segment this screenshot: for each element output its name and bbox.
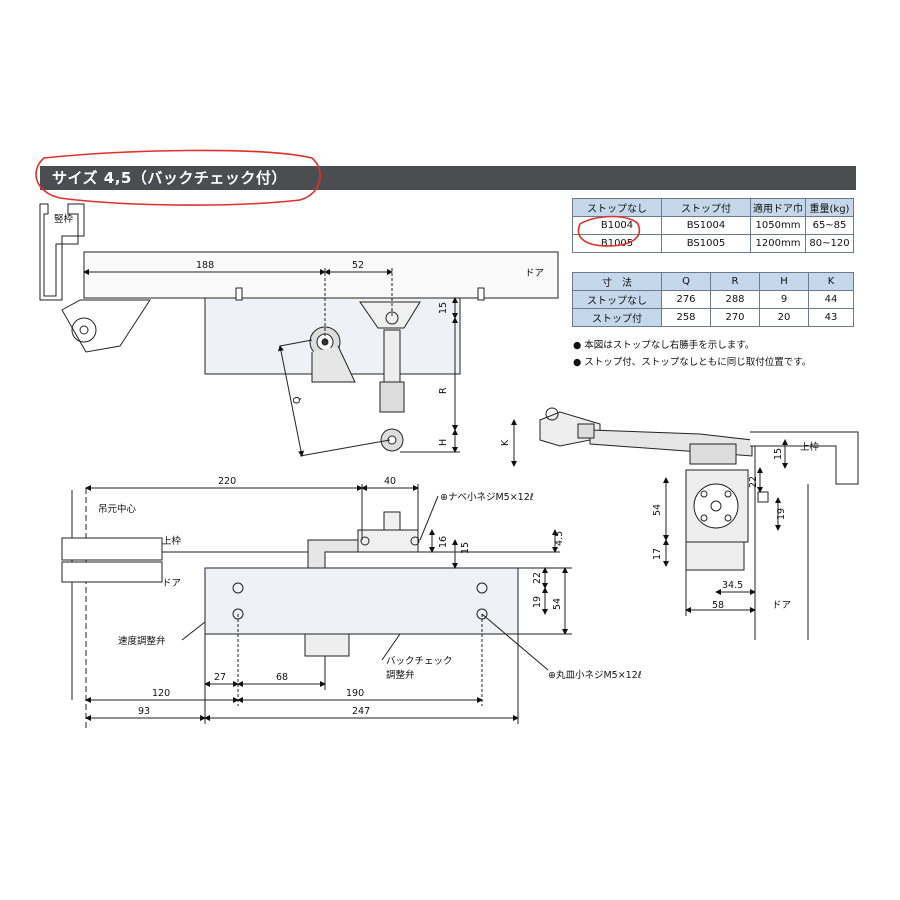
table-header-row: ストップなし ストップ付 適用ドア巾 重量(kg) bbox=[572, 198, 854, 217]
dim-220: 220 bbox=[218, 476, 236, 487]
dim-4-5-front: 4.5 bbox=[554, 531, 565, 546]
bracket bbox=[61, 299, 151, 353]
dim-H: H bbox=[438, 439, 449, 446]
section-title: サイズ 4,5（バックチェック付） bbox=[52, 169, 287, 187]
main-arm bbox=[311, 345, 356, 383]
dim-19-front: 19 bbox=[532, 596, 543, 608]
door-outline bbox=[83, 251, 559, 299]
dim-188: 188 bbox=[196, 260, 214, 271]
front-view bbox=[61, 484, 572, 728]
dim-16-front: 16 bbox=[438, 536, 449, 548]
dim-K: K bbox=[500, 439, 511, 446]
table-row: ストップ付 258 270 20 43 bbox=[572, 308, 854, 327]
dimension-table: 寸 法 Q R H K ストップなし 276 288 9 44 ストップ付 25… bbox=[572, 272, 854, 327]
label-nabe-screw: ⊕ナベ小ネジM5×12ℓ bbox=[440, 492, 534, 503]
label-uwa-waku-front: 上枠 bbox=[162, 535, 182, 547]
table-header: ストップなし bbox=[572, 198, 662, 217]
table-cell: 20 bbox=[759, 308, 809, 327]
label-door-front: ドア bbox=[162, 578, 181, 589]
dim-R: R bbox=[438, 387, 449, 394]
label-door: ドア bbox=[525, 268, 544, 279]
link-rod bbox=[383, 329, 401, 383]
table-row: B1005 BS1005 1200mm 80~120 bbox=[572, 234, 854, 253]
table-header: 寸 法 bbox=[572, 272, 662, 291]
notes: ● 本図はストップなし右勝手を示します。 ● ストップ付、ストップなしともに同じ… bbox=[573, 337, 811, 371]
dim-54-side: 54 bbox=[652, 504, 663, 516]
table-cell: 80~120 bbox=[805, 234, 854, 253]
table-header: K bbox=[808, 272, 854, 291]
title-circle-mark bbox=[35, 149, 321, 206]
table-cell: 43 bbox=[808, 308, 854, 327]
frame-profile bbox=[39, 203, 85, 301]
label-door-side: ドア bbox=[772, 600, 791, 611]
note-line: ● ストップ付、ストップなしともに同じ取付位置です。 bbox=[573, 357, 812, 368]
dim-190: 190 bbox=[346, 688, 364, 699]
dim-40: 40 bbox=[384, 476, 396, 487]
model-circle-mark bbox=[577, 215, 641, 247]
arm-front bbox=[307, 539, 359, 569]
bracket-circle bbox=[71, 317, 97, 343]
label-uwa-waku-side: 上枠 bbox=[800, 441, 820, 453]
dim-93: 93 bbox=[138, 706, 150, 717]
label-speed-valve: 速度調整弁 bbox=[118, 635, 166, 647]
table-cell: 270 bbox=[710, 308, 760, 327]
label-tate-waku: 竪枠 bbox=[54, 213, 74, 225]
dim-22-side: 22 bbox=[748, 476, 759, 488]
label-maruzara-screw: ⊕丸皿小ネジM5×12ℓ bbox=[548, 669, 642, 681]
side-view bbox=[511, 407, 859, 640]
dim-15-side: 15 bbox=[773, 448, 784, 460]
dim-120: 120 bbox=[152, 688, 170, 699]
table-row: ストップなし 276 288 9 44 bbox=[572, 290, 854, 309]
title-bar: サイズ 4,5（バックチェック付） bbox=[40, 166, 856, 190]
dim-34-5-side: 34.5 bbox=[722, 580, 743, 591]
dim-54-front: 54 bbox=[552, 598, 563, 610]
table-row-header: ストップ付 bbox=[572, 308, 662, 327]
upper-frame bbox=[61, 537, 163, 561]
table-header-row: 寸 法 Q R H K bbox=[572, 272, 854, 291]
table-header: ストップ付 bbox=[661, 198, 751, 217]
dim-Q: Q bbox=[292, 397, 303, 404]
table-cell: B1005 bbox=[572, 234, 662, 253]
closer-body-front bbox=[204, 567, 519, 635]
model-table: ストップなし ストップ付 適用ドア巾 重量(kg) B1004 BS1004 1… bbox=[572, 198, 854, 253]
dim-247: 247 bbox=[352, 706, 370, 717]
table-header: 適用ドア巾 bbox=[750, 198, 806, 217]
dim-15-front: 15 bbox=[460, 542, 471, 554]
dim-19-side: 19 bbox=[776, 508, 787, 520]
bracket-front bbox=[357, 529, 419, 553]
dim-58-side: 58 bbox=[712, 600, 724, 611]
top-bracket bbox=[359, 301, 421, 329]
label-tsurimoto: 吊元中心 bbox=[98, 503, 137, 515]
table-header: 重量(kg) bbox=[805, 198, 854, 217]
label-backcheck-2: 調整弁 bbox=[386, 669, 415, 681]
dim-17-side: 17 bbox=[652, 548, 663, 560]
table-row-header: ストップなし bbox=[572, 290, 662, 309]
dim-27: 27 bbox=[214, 672, 226, 683]
label-backcheck-1: バックチェック bbox=[386, 656, 453, 667]
dim-15-top: 15 bbox=[438, 302, 449, 314]
table-cell: 1200mm bbox=[750, 234, 806, 253]
top-view bbox=[39, 203, 559, 457]
dim-68: 68 bbox=[276, 672, 288, 683]
door-edge bbox=[61, 561, 163, 583]
table-header: Q bbox=[661, 272, 711, 291]
note-line: ● 本図はストップなし右勝手を示します。 bbox=[573, 340, 755, 351]
dim-22-front: 22 bbox=[532, 572, 543, 584]
dim-52: 52 bbox=[352, 260, 364, 271]
red-annotations bbox=[35, 149, 641, 247]
side-upper-frame bbox=[750, 431, 859, 485]
